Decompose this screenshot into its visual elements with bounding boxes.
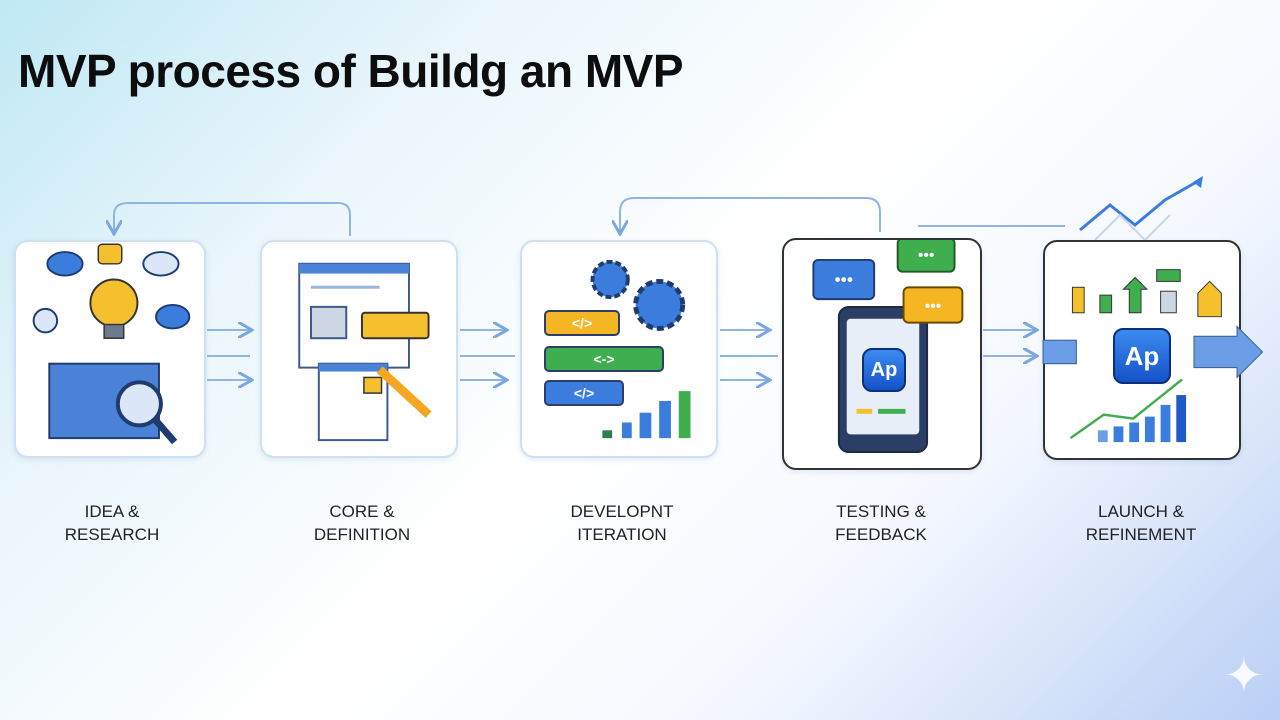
step-card-idea-research [14, 240, 206, 458]
svg-text:•••: ••• [835, 269, 854, 289]
magnifier-icon [115, 380, 163, 428]
step-card-launch-refinement: Ap [1042, 240, 1264, 460]
pencil-icon [376, 366, 432, 418]
gears-illustration [590, 259, 691, 439]
code-chip: </> [544, 380, 624, 406]
step-label-testing-feedback: TESTING & FEEDBACK [781, 500, 981, 546]
svg-text:•••: ••• [918, 247, 934, 264]
sparkle-icon: ✦ [1223, 650, 1264, 703]
app-icon: Ap [1113, 328, 1171, 384]
svg-text:•••: ••• [925, 298, 941, 315]
wireframe-illustration [298, 262, 432, 442]
gear-icon [633, 278, 686, 331]
lightbulb-icon [89, 278, 139, 328]
label-line-1: LAUNCH & [1098, 502, 1184, 521]
label-line-2: RESEARCH [64, 525, 160, 544]
feedback-loop-arrow-1 [114, 202, 351, 236]
label-line-2: REFINEMENT [1085, 525, 1197, 544]
chat-bubble-icon [896, 240, 956, 273]
launch-growth-illustration [1042, 269, 1264, 443]
growth-arrow [1079, 178, 1201, 232]
step-card-development-iteration: </> <-> </> [520, 240, 718, 458]
label-line-2: FEEDBACK [835, 525, 927, 544]
step-label-idea-research: IDEA & RESEARCH [12, 500, 212, 546]
chat-bubble-icon [812, 258, 876, 301]
label-line-1: CORE & [329, 502, 395, 521]
label-line-1: DEVELOPNT [570, 502, 674, 521]
image-placeholder-icon [310, 305, 348, 340]
step-label-launch-refinement: LAUNCH & REFINEMENT [1041, 500, 1241, 546]
lightbulb-research-illustration [32, 243, 191, 445]
app-icon: Ap [862, 348, 906, 392]
launch-arrow-icon [1193, 325, 1264, 379]
trend-line [1069, 378, 1183, 440]
step-label-core-definition: CORE & DEFINITION [262, 500, 462, 546]
label-line-1: TESTING & [836, 502, 926, 521]
gear-icon [590, 259, 630, 300]
page-title: MVP process of Buildg an MVP [18, 45, 684, 97]
step-card-testing-feedback: ••• ••• ••• Ap [782, 238, 982, 470]
chat-bubble-icon [902, 286, 964, 324]
user-icon [32, 307, 59, 334]
label-line-2: DEFINITION [313, 525, 411, 544]
bar-chart-icon [678, 391, 691, 439]
bar-chart-icon [1176, 395, 1187, 443]
code-chip: </> [544, 310, 620, 336]
brain-cloud-icon [46, 251, 84, 277]
feedback-loop-arrow-2 [620, 197, 881, 232]
label-line-1: IDEA & [84, 502, 140, 521]
label-line-2: ITERATION [577, 525, 667, 544]
code-chip: <-> [544, 346, 664, 372]
step-label-development-iteration: DEVELOPNT ITERATION [522, 500, 722, 546]
step-card-core-definition [260, 240, 458, 458]
